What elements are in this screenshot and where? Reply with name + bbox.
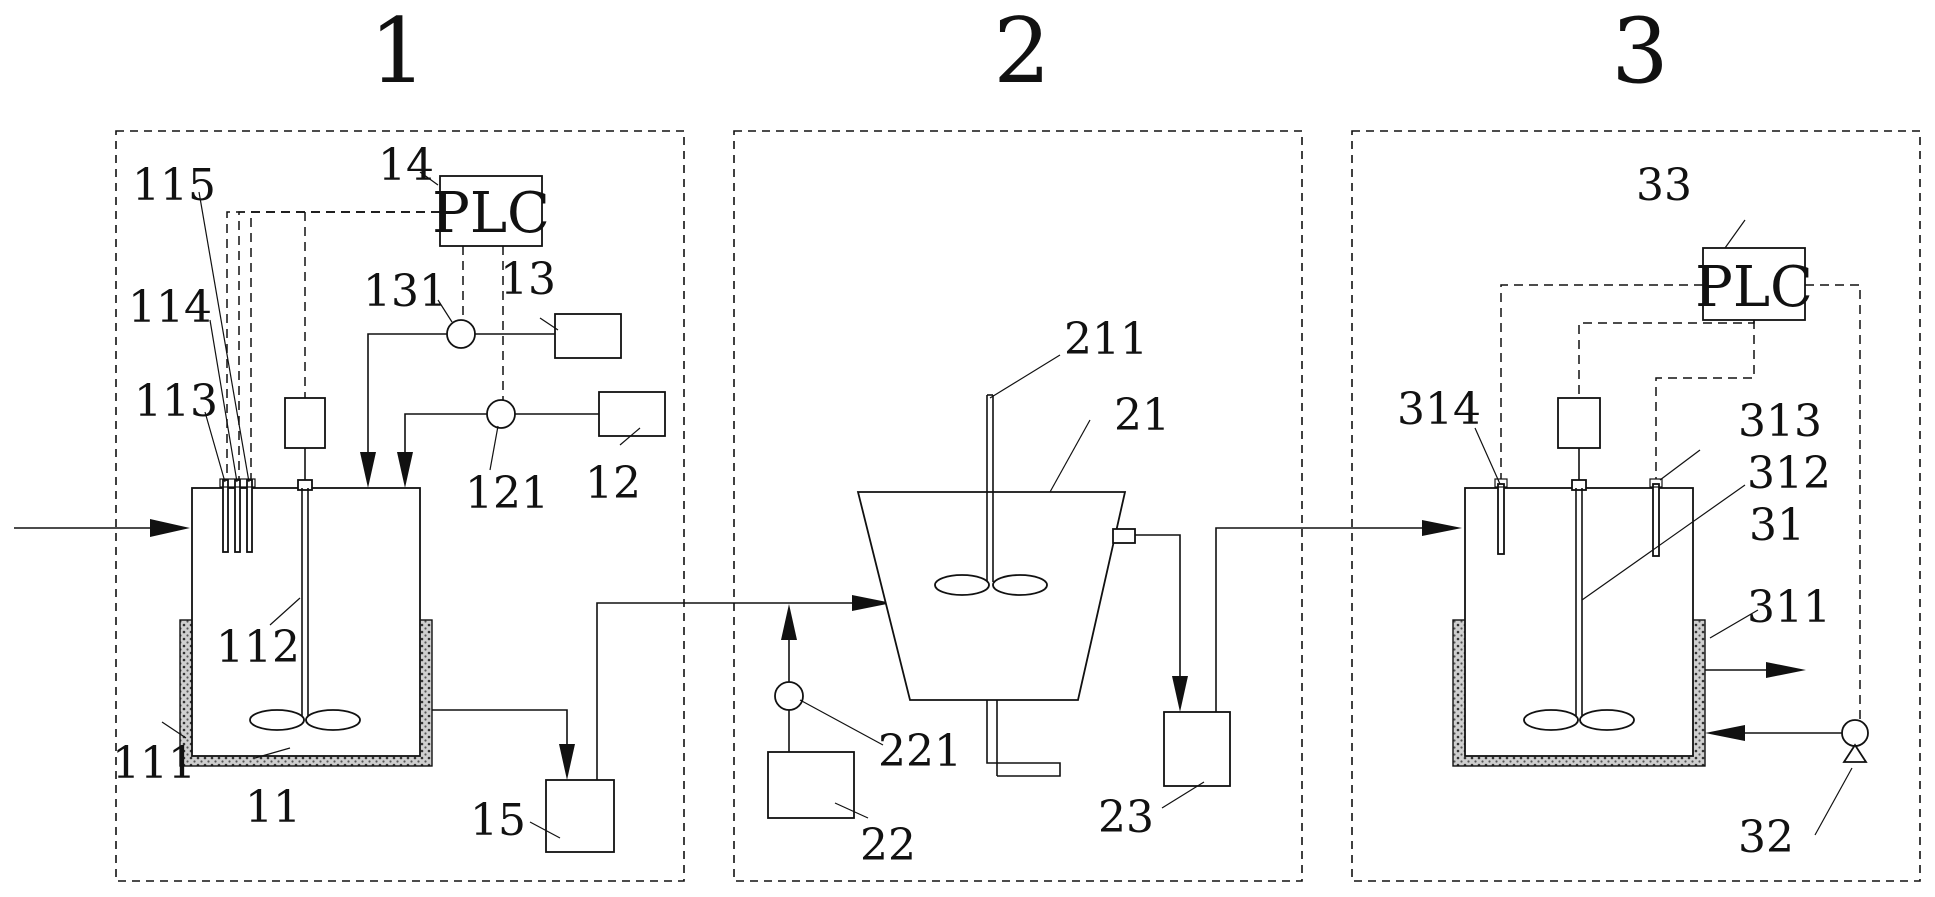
label-221: 221 [878, 726, 962, 777]
label-23: 23 [1098, 792, 1154, 843]
label-13: 13 [500, 254, 556, 305]
section-2-equipment [767, 394, 1462, 819]
probe-313 [1652, 483, 1660, 557]
section-1-equipment: PLC [14, 175, 892, 853]
label-311: 311 [1747, 582, 1831, 633]
label-114: 114 [128, 282, 212, 333]
label-211: 211 [1064, 314, 1148, 365]
plc-controller-33 [1702, 247, 1806, 321]
section-frame-2 [733, 130, 1303, 882]
label-121: 121 [465, 468, 549, 519]
reagent-tank-13 [554, 313, 622, 359]
settling-tank-21 [856, 491, 1127, 701]
section-number-2: 2 [993, 0, 1050, 104]
buffer-tank-15 [545, 779, 615, 853]
reactor-tank-11 [191, 487, 421, 757]
label-112: 112 [216, 622, 300, 673]
valve-221 [774, 681, 804, 711]
label-11: 11 [245, 782, 301, 833]
valve-131 [446, 319, 476, 349]
motor-box [284, 397, 326, 449]
label-15: 15 [470, 795, 526, 846]
label-314: 314 [1397, 384, 1481, 435]
label-33: 33 [1636, 160, 1692, 211]
label-313: 313 [1738, 396, 1822, 447]
label-115: 115 [132, 160, 216, 211]
component-labels: 14 115 114 113 131 13 121 12 112 111 11 … [112, 140, 1831, 871]
section-frame-1 [115, 130, 685, 882]
section-number-1: 1 [369, 0, 426, 104]
reagent-tank-22 [767, 751, 855, 819]
plc-label-14: PLC [432, 181, 550, 246]
plc-controller-14 [439, 175, 543, 247]
label-131: 131 [363, 266, 447, 317]
label-14: 14 [378, 140, 434, 191]
label-312: 312 [1747, 448, 1831, 499]
section-frame-3 [1351, 130, 1921, 882]
collection-tank-23 [1163, 711, 1231, 787]
valve-121 [486, 399, 516, 429]
label-113: 113 [134, 376, 218, 427]
label-32: 32 [1738, 812, 1794, 863]
label-12: 12 [585, 458, 641, 509]
section-3-equipment: PLC [1452, 247, 1869, 767]
leader-lines [161, 171, 1853, 839]
label-22: 22 [860, 820, 916, 871]
section-number-3: 3 [1611, 0, 1668, 104]
label-111: 111 [112, 738, 196, 789]
motor-box-3 [1557, 397, 1601, 449]
label-31: 31 [1749, 500, 1805, 551]
plc-label-33: PLC [1695, 255, 1813, 320]
pump-32 [1841, 719, 1869, 747]
label-21: 21 [1114, 390, 1170, 441]
reagent-tank-12 [598, 391, 666, 437]
probe-314 [1497, 483, 1505, 555]
